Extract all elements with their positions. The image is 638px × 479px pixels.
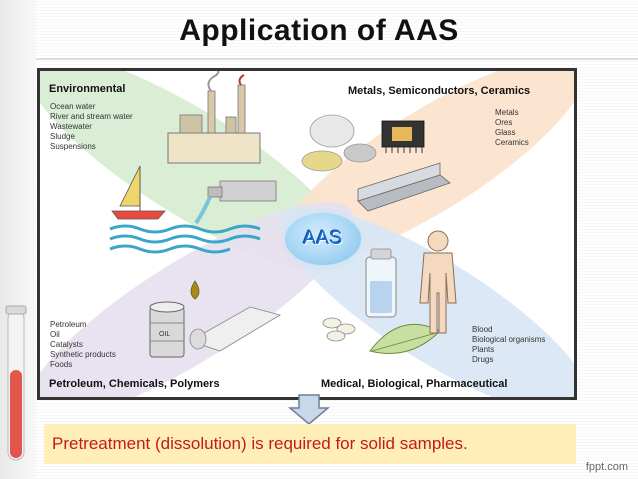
list-item: Sludge — [50, 132, 75, 141]
diagram-artwork: OIL — [40, 71, 574, 397]
drain-pipe-icon — [194, 180, 277, 225]
oil-drum-icon: OIL — [149, 301, 185, 358]
petroleum-items: Petroleum Oil Catalysts Synthetic produc… — [50, 320, 116, 370]
factory-icon — [167, 71, 261, 164]
list-item: Ceramics — [495, 138, 529, 147]
title-divider — [36, 58, 638, 60]
list-item: Catalysts — [50, 340, 83, 349]
list-item: Plants — [472, 345, 495, 354]
oil-drum-label: OIL — [159, 331, 170, 338]
steel-beam-icon — [357, 162, 451, 212]
list-item: River and stream water — [50, 112, 133, 121]
test-tube-decoration — [5, 305, 27, 461]
down-arrow-icon — [288, 394, 330, 425]
flask-icon — [365, 248, 397, 318]
list-item: Drugs — [472, 355, 494, 364]
metals-heading: Metals, Semiconductors, Ceramics — [348, 85, 531, 97]
metals-items: Metals Ores Glass Ceramics — [495, 108, 529, 148]
list-item: Suspensions — [50, 142, 96, 151]
medical-heading: Medical, Biological, Pharmaceutical — [321, 378, 508, 390]
ore-rocks-icon — [301, 114, 377, 172]
list-item: Foods — [50, 360, 73, 369]
aas-applications-diagram: OIL Environmental Ocean water River an — [37, 68, 577, 400]
environmental-heading: Environmental — [49, 83, 126, 95]
pretreatment-note: Pretreatment (dissolution) is required f… — [52, 434, 468, 453]
list-item: Blood — [472, 325, 493, 334]
human-figure-icon — [419, 230, 457, 334]
list-item: Glass — [495, 128, 516, 137]
aas-center-label: AAS — [303, 228, 343, 249]
list-item: Wastewater — [50, 122, 92, 131]
footer-brand: fppt.com — [585, 461, 628, 473]
list-item: Ocean water — [50, 102, 96, 111]
aas-center-bubble — [285, 213, 361, 265]
pretreatment-note-box — [44, 424, 576, 464]
list-item: Synthetic products — [50, 350, 116, 359]
slide-title: Application of AAS — [179, 14, 459, 47]
petroleum-heading: Petroleum, Chemicals, Polymers — [49, 378, 220, 390]
purple-petal — [40, 201, 354, 397]
list-item: Ores — [495, 118, 513, 127]
oil-drop-icon — [190, 280, 200, 300]
environmental-items: Ocean water River and stream water Waste… — [50, 102, 133, 152]
microchip-icon — [381, 120, 425, 153]
medical-items: Blood Biological organisms Plants Drugs — [472, 325, 545, 365]
list-item: Metals — [495, 108, 519, 117]
list-item: Oil — [50, 330, 60, 339]
list-item: Petroleum — [50, 320, 87, 329]
polymer-film-icon — [189, 306, 282, 352]
list-item: Biological organisms — [472, 335, 546, 344]
water-waves-icon — [109, 224, 261, 254]
sailboat-icon — [111, 165, 166, 220]
orange-petal — [275, 71, 574, 266]
pills-icon — [322, 317, 356, 342]
